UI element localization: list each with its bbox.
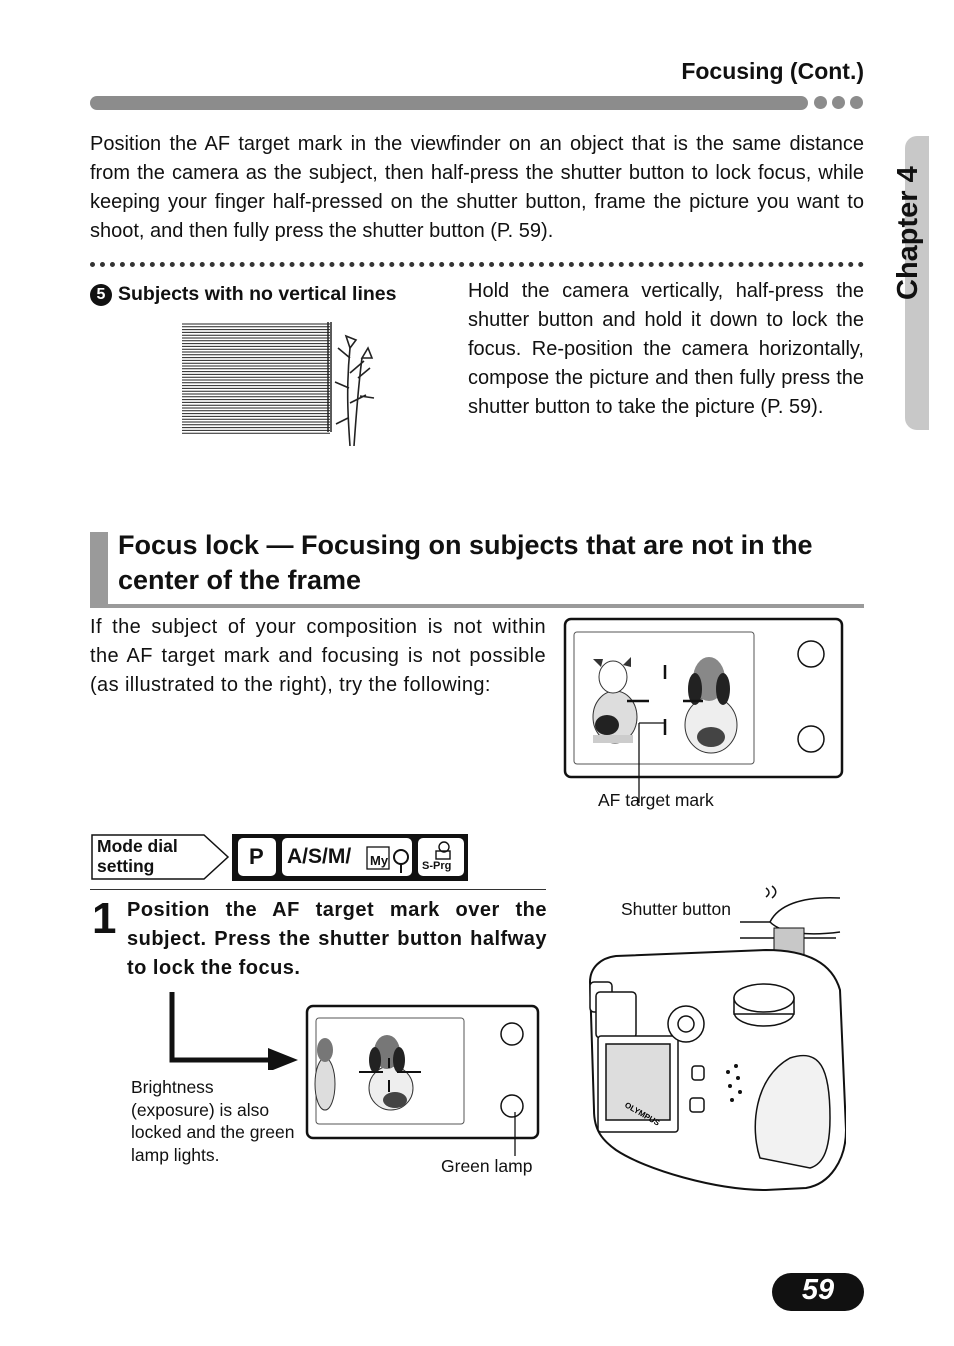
chapter-tab xyxy=(905,136,929,430)
shutter-button-caption: Shutter button xyxy=(621,899,731,919)
camera-illustration: OLYMPUS xyxy=(588,885,846,1192)
header-rule xyxy=(90,96,808,110)
mode-my: My xyxy=(370,853,389,868)
dog-icon xyxy=(592,657,638,744)
header-dot xyxy=(850,96,863,109)
running-header: Focusing (Cont.) xyxy=(681,58,864,84)
header-dot xyxy=(814,96,827,109)
subject-heading-text: Subjects with no vertical lines xyxy=(118,283,397,305)
section-title: Focus lock — Focusing on subjects that a… xyxy=(118,530,813,595)
intro-paragraph: Position the AF target mark in the viewf… xyxy=(90,133,864,242)
focus-intro: If the subject of your composition is no… xyxy=(90,616,546,696)
chapter-label: Chapter 4 xyxy=(892,166,924,300)
dog-icon xyxy=(368,1035,414,1111)
horizontal-lines-illustration xyxy=(182,322,375,447)
dog-icon xyxy=(684,657,738,754)
movie-icon xyxy=(435,841,451,860)
subject-heading: 5 Subjects with no vertical lines xyxy=(90,283,397,306)
af-target-mark xyxy=(627,665,703,735)
step-text: Position the AF target mark over the sub… xyxy=(127,899,547,979)
mode-dial-strip xyxy=(91,834,468,881)
mode-p: P xyxy=(249,844,264,869)
brightness-note: Brightness (exposure) is also locked and… xyxy=(131,1077,295,1165)
green-lamp-caption: Green lamp xyxy=(441,1156,533,1176)
subject-explanation: Hold the camera vertically, half-press t… xyxy=(468,280,864,418)
mode-asm: A/S/M/ xyxy=(287,845,352,868)
af-target-caption: AF target mark xyxy=(598,790,714,810)
mode-rule xyxy=(90,889,546,890)
arrow-icon xyxy=(169,992,298,1070)
af-target-mark xyxy=(359,1058,421,1092)
header-dot xyxy=(832,96,845,109)
number-badge: 5 xyxy=(90,284,112,306)
dotted-divider xyxy=(90,262,864,267)
dog-icon xyxy=(314,1038,336,1111)
section-marker xyxy=(90,532,108,604)
plant-icon xyxy=(334,334,375,447)
mode-dial-label: Mode dial setting xyxy=(97,836,178,876)
mode-sprg: S-Prg xyxy=(422,860,452,872)
page-number-badge xyxy=(772,1273,864,1311)
step-number: 1 xyxy=(92,894,117,943)
viewfinder-locked-illustration xyxy=(305,1004,540,1156)
page-number: 59 xyxy=(801,1274,835,1306)
section-underline xyxy=(90,532,864,608)
viewfinder-illustration xyxy=(563,617,844,803)
